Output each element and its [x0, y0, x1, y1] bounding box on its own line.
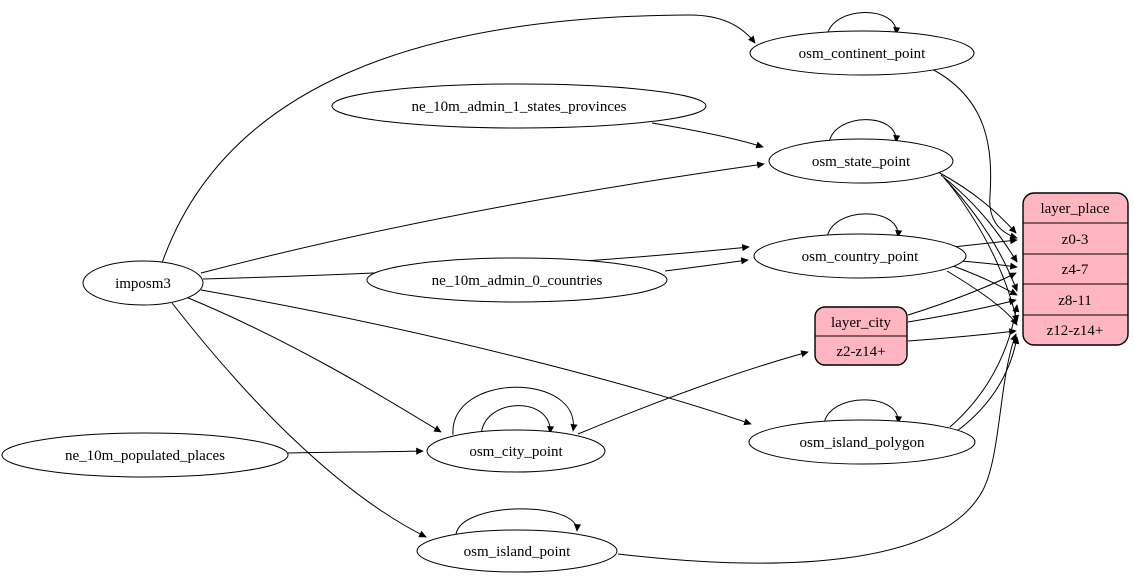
edge-imposm3-to-osm_continent_point: [161, 14, 756, 264]
edge-imposm3-to-osm_island_point: [171, 302, 427, 538]
node-label-ne_10m_populated_places: ne_10m_populated_places: [65, 448, 225, 464]
edge-osm_state_point-to-layer_place-z8-11: [943, 177, 1018, 292]
node-imposm3: imposm3: [82, 260, 204, 306]
node-label-imposm3: imposm3: [115, 276, 171, 292]
record-row-layer_place-z8-11: z8-11: [1058, 293, 1092, 309]
node-label-osm_island_polygon: osm_island_polygon: [799, 435, 925, 451]
edges: [161, 12, 1020, 564]
edge-osm_country_point-to-layer_place-z0-3: [952, 237, 1018, 248]
node-label-osm_state_point: osm_state_point: [812, 154, 911, 170]
edge-osm_state_point-to-layer_place-z4-7: [940, 174, 1018, 263]
node-osm_city_point: osm_city_point: [426, 429, 606, 473]
edge-osm_country_point-to-layer_place-z8-11: [952, 265, 1018, 296]
record-header-layer_city: layer_city: [831, 315, 891, 331]
record-row-layer_place-z4-7: z4-7: [1062, 262, 1089, 278]
node-osm_island_polygon: osm_island_polygon: [748, 419, 976, 465]
self-loop-osm_state_point: [828, 119, 901, 144]
node-label-osm_city_point: osm_city_point: [469, 444, 563, 460]
node-ne_10m_admin_0_countries: ne_10m_admin_0_countries: [366, 257, 668, 303]
edge-imposm3-to-osm_state_point: [200, 161, 765, 274]
edge-layer_city-to-layer_place-z4-7: [907, 272, 1017, 316]
edge-osm_continent_point-to-layer_place-z0-3: [929, 67, 1018, 240]
node-layer_city: layer_city z2-z14+: [814, 306, 908, 366]
edge-osm_island_polygon-to-layer_place-z12: [956, 336, 1020, 432]
record-header-layer_place: layer_place: [1040, 201, 1109, 217]
edge-ne_10m_admin_1_states_provinces-to-osm_state_point: [651, 122, 764, 149]
edge-osm_country_point-to-layer_place-z4-7: [960, 260, 1018, 270]
edge-layer_city-to-layer_place-z8-11: [907, 298, 1017, 323]
self-loop-osm_city_point-outer: [452, 386, 578, 436]
node-ne_10m_admin_1_states_provinces: ne_10m_admin_1_states_provinces: [331, 83, 707, 129]
record-row-layer_place-z0-3: z0-3: [1062, 232, 1089, 248]
self-loop-osm_island_point: [455, 508, 581, 535]
self-loop-osm_island_polygon: [823, 399, 903, 425]
edge-osm_state_point-to-layer_place-z0-3: [937, 171, 1017, 234]
edge-layer_city-to-layer_place-z12: [907, 328, 1017, 342]
self-loop-osm_continent_point: [826, 12, 901, 37]
node-label-osm_continent_point: osm_continent_point: [799, 46, 926, 62]
node-osm_state_point: osm_state_point: [768, 138, 954, 184]
node-osm_continent_point: osm_continent_point: [749, 30, 975, 76]
edge-ne_10m_populated_places-to-osm_city_point: [287, 447, 424, 455]
edge-osm_island_point-to-layer_place-z12: [617, 333, 1017, 564]
self-loop-osm_city_point-inner: [480, 405, 555, 437]
record-row-layer_city-z2-z14: z2-z14+: [836, 344, 885, 360]
node-osm_country_point: osm_country_point: [753, 233, 967, 279]
record-row-layer_place-z12-z14: z12-z14+: [1047, 323, 1104, 339]
edge-imposm3-to-osm_city_point: [185, 296, 442, 433]
self-loop-osm_country_point: [826, 213, 903, 239]
node-label-ne_10m_admin_0_countries: ne_10m_admin_0_countries: [432, 273, 603, 289]
node-ne_10m_populated_places: ne_10m_populated_places: [1, 432, 289, 478]
node-layer_place: layer_place z0-3 z4-7 z8-11 z12-z14+: [1022, 192, 1129, 346]
edge-imposm3-to-osm_island_polygon: [200, 289, 752, 426]
node-label-ne_10m_admin_1_states_provinces: ne_10m_admin_1_states_provinces: [412, 99, 627, 115]
edge-osm_island_polygon-to-layer_place-z8-11: [949, 304, 1020, 428]
edge-osm_country_point-to-layer_place-z12: [946, 270, 1018, 326]
edge-osm_city_point-to-layer_city-z2: [577, 350, 809, 435]
node-label-osm_island_point: osm_island_point: [464, 544, 572, 560]
edge-ne_10m_admin_0_countries-to-osm_country_point: [664, 257, 749, 272]
node-osm_island_point: osm_island_point: [416, 529, 618, 573]
node-label-osm_country_point: osm_country_point: [802, 249, 919, 265]
